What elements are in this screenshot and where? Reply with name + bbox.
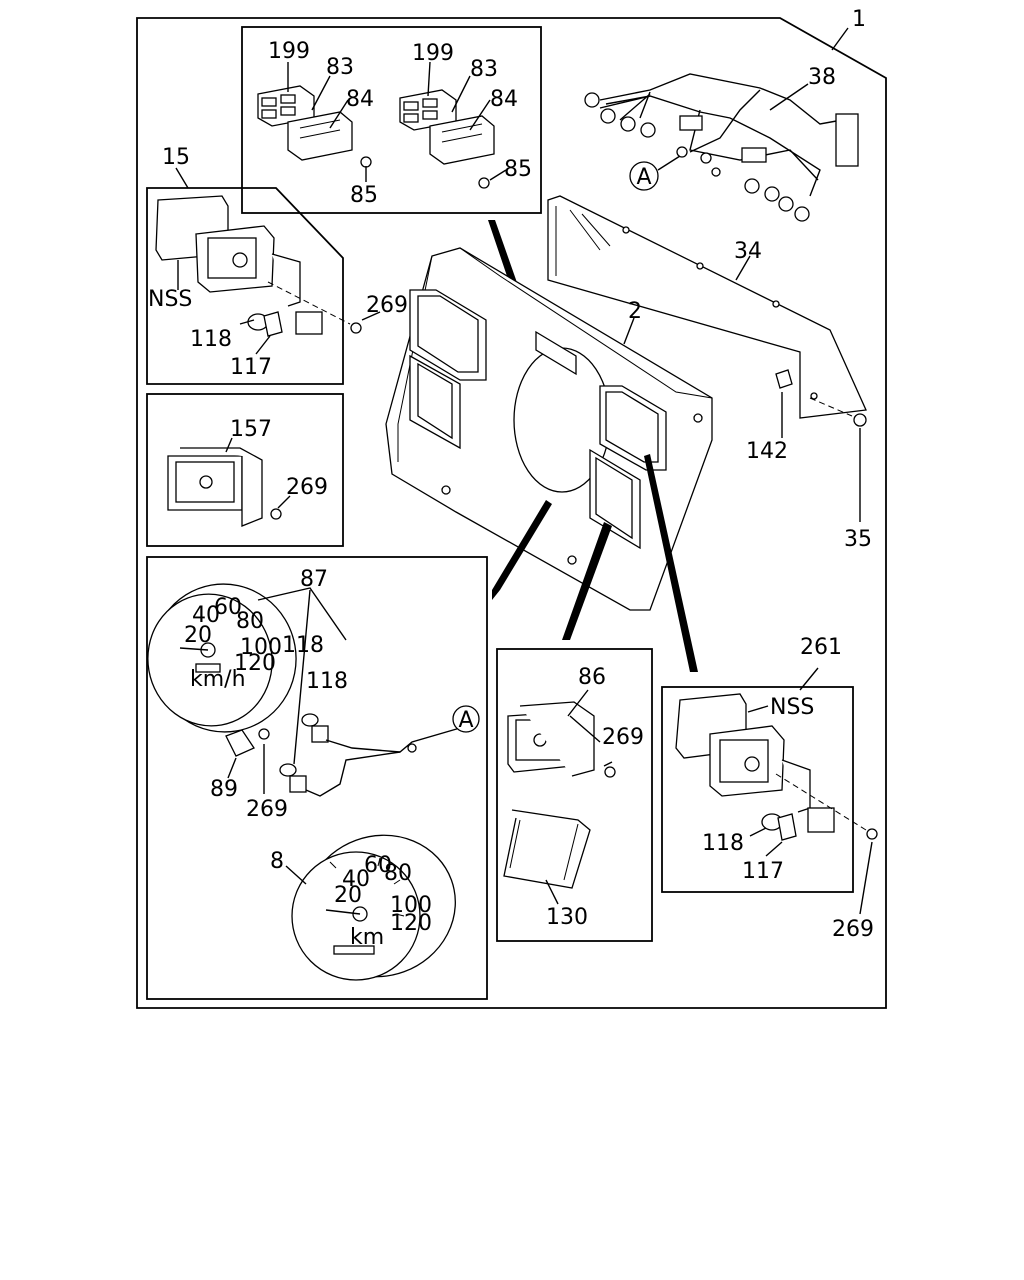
svg-text:120: 120 [390, 911, 432, 936]
svg-text:km: km [350, 925, 384, 950]
wiring-harness [584, 73, 859, 222]
gauge-157 [167, 447, 282, 527]
label-85-right: 85 [504, 157, 532, 182]
label-130: 130 [546, 905, 588, 930]
connector-a-marker-2: A [452, 705, 480, 733]
label-89: 89 [210, 777, 238, 802]
gauge-261 [675, 693, 878, 841]
gauge-261-box [661, 686, 854, 893]
label-87: 87 [300, 567, 328, 592]
svg-text:100: 100 [240, 635, 282, 660]
svg-text:A: A [636, 165, 651, 190]
label-118-c: 118 [306, 669, 348, 694]
label-118-b: 118 [282, 633, 324, 658]
gauge-15 [155, 195, 362, 337]
svg-text:80: 80 [236, 609, 264, 634]
instrument-panel-housing [385, 247, 713, 611]
label-85-left: 85 [350, 183, 378, 208]
label-15: 15 [162, 145, 190, 170]
label-38: 38 [808, 65, 836, 90]
label-117-a: 117 [230, 355, 272, 380]
switch-assembly-right [399, 89, 495, 189]
svg-text:20: 20 [184, 623, 212, 648]
label-157: 157 [230, 417, 272, 442]
svg-text:20: 20 [334, 883, 362, 908]
label-84-left: 84 [346, 87, 374, 112]
gauge-86-box [496, 648, 653, 942]
label-35: 35 [844, 527, 872, 552]
label-83-left: 83 [326, 55, 354, 80]
label-2: 2 [628, 299, 642, 324]
gauge-15-box [146, 187, 344, 385]
label-117-b: 117 [742, 859, 784, 884]
connector-a-marker: A [629, 161, 659, 191]
label-118-a: 118 [190, 327, 232, 352]
label-86: 86 [578, 665, 606, 690]
label-nss-right: NSS [770, 695, 814, 720]
label-269-b: 269 [286, 475, 328, 500]
svg-text:A: A [458, 708, 473, 733]
label-nss-left: NSS [148, 287, 192, 312]
bulb-wire-assembly [279, 713, 461, 797]
label-269-a: 269 [366, 293, 408, 318]
label-269-e: 269 [832, 917, 874, 942]
svg-text:80: 80 [384, 861, 412, 886]
assembly-frame [136, 17, 887, 1009]
svg-text:40: 40 [192, 603, 220, 628]
label-1: 1 [852, 7, 866, 32]
label-34: 34 [734, 239, 762, 264]
label-261: 261 [800, 635, 842, 660]
svg-text:60: 60 [214, 595, 242, 620]
mounting-bracket [547, 195, 867, 419]
svg-text:100: 100 [390, 893, 432, 918]
speedometer-87: 20 40 60 80 100 120 km/h [147, 583, 297, 733]
label-8: 8 [270, 849, 284, 874]
label-269-d: 269 [602, 725, 644, 750]
label-142: 142 [746, 439, 788, 464]
svg-text:60: 60 [364, 853, 392, 878]
speedometer-8: 20 40 60 80 100 120 km [291, 834, 456, 981]
label-199-left: 199 [268, 39, 310, 64]
cover-130 [503, 809, 591, 889]
speedometer-box [146, 556, 488, 1000]
gauge-86 [507, 701, 616, 778]
svg-text:40: 40 [342, 867, 370, 892]
label-199-right: 199 [412, 41, 454, 66]
switch-detail-box [241, 26, 542, 214]
svg-text:120: 120 [234, 651, 276, 676]
label-83-right: 83 [470, 57, 498, 82]
label-84-right: 84 [490, 87, 518, 112]
label-269-c: 269 [246, 797, 288, 822]
svg-text:km/h: km/h [190, 667, 246, 692]
gauge-157-box [146, 393, 344, 547]
label-118-d: 118 [702, 831, 744, 856]
